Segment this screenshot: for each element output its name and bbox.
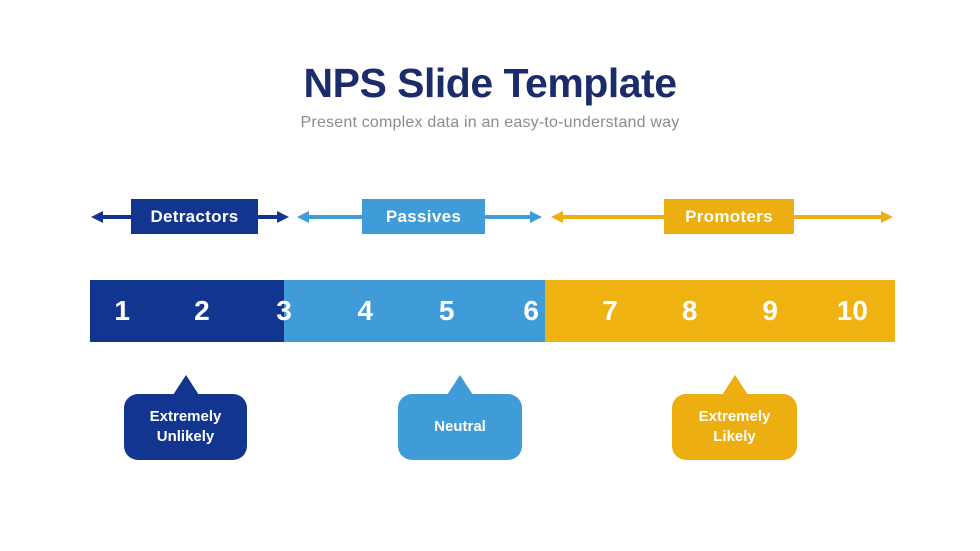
callout-neutral: Neutral xyxy=(398,375,522,460)
arrow-shaft xyxy=(563,214,664,219)
arrowhead-right-icon xyxy=(277,210,289,223)
scale-number: 6 xyxy=(523,295,539,326)
callout-text: Extremely Unlikely xyxy=(149,408,222,445)
passives-left-arrow xyxy=(297,210,362,223)
scale-number: 3 xyxy=(276,295,292,326)
page-subtitle: Present complex data in an easy-to-under… xyxy=(300,114,680,131)
scale-number: 5 xyxy=(438,295,455,326)
detractors-label-box: Detractors xyxy=(131,199,258,234)
scale-number: 2 xyxy=(194,295,210,326)
callout-pointer-icon xyxy=(447,375,473,395)
scale-number: 4 xyxy=(357,295,374,326)
detractors-label: Detractors xyxy=(150,206,239,226)
passives-right-arrow xyxy=(485,210,542,223)
detractors-right-arrow xyxy=(258,210,289,223)
detractors-left-arrow xyxy=(91,210,131,223)
arrowhead-right-icon xyxy=(881,210,893,223)
scale-segment-passives xyxy=(284,280,545,342)
passives-label-box: Passives xyxy=(362,199,485,234)
callout-text: Neutral xyxy=(434,418,486,435)
arrow-shaft xyxy=(794,214,881,219)
arrowhead-left-icon xyxy=(551,210,563,223)
scale-number: 8 xyxy=(681,295,698,326)
scale-segment-promoters xyxy=(544,280,895,342)
scale-number: 10 xyxy=(836,295,868,326)
arrowhead-right-icon xyxy=(530,210,542,223)
scale-number: 9 xyxy=(762,295,779,326)
promoters-left-arrow xyxy=(551,210,664,223)
callout-extremely-likely: Extremely Likely xyxy=(672,375,797,460)
callout-pointer-icon xyxy=(172,375,199,395)
arrowhead-left-icon xyxy=(91,210,103,223)
scale-segment-detractors xyxy=(90,280,284,342)
arrow-shaft xyxy=(309,214,362,219)
promoters-right-arrow xyxy=(794,210,893,223)
promoters-label-box: Promoters xyxy=(664,199,794,234)
promoters-label: Promoters xyxy=(685,206,773,226)
arrowhead-left-icon xyxy=(297,210,309,223)
callout-pointer-icon xyxy=(721,375,748,395)
page-title: NPS Slide Template xyxy=(303,60,677,106)
scale-number: 1 xyxy=(114,295,130,326)
scale-number: 7 xyxy=(602,295,618,326)
nps-scale-bar: 1 2 3 4 5 6 7 8 9 10 xyxy=(90,280,895,342)
arrow-shaft xyxy=(485,214,530,219)
callout-text: Extremely Likely xyxy=(698,408,771,445)
arrow-shaft xyxy=(258,214,277,219)
arrow-shaft xyxy=(103,214,131,219)
callout-extremely-unlikely: Extremely Unlikely xyxy=(124,375,247,460)
passives-label: Passives xyxy=(385,206,462,226)
